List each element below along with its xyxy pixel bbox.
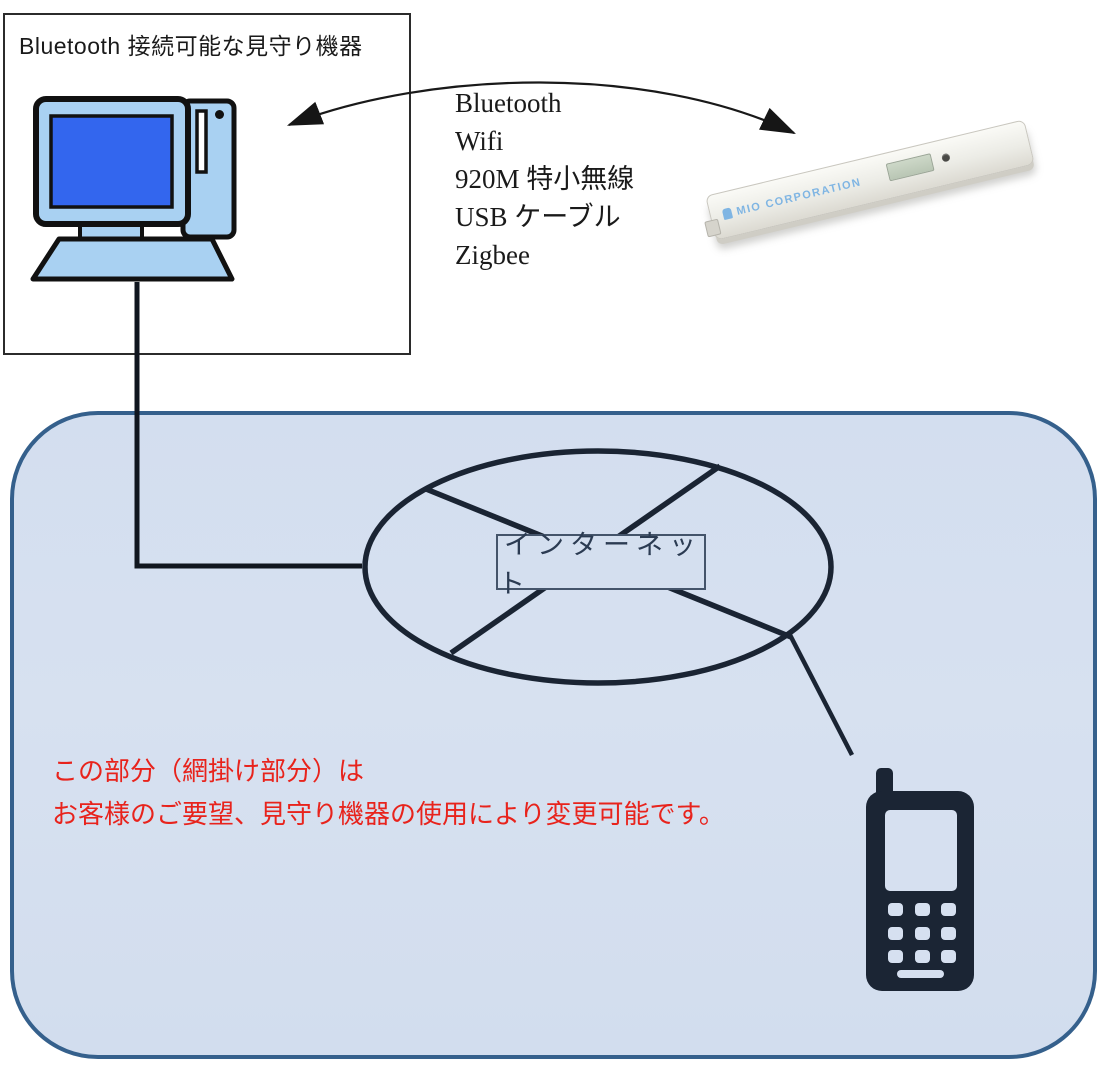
device-button [941, 152, 951, 163]
note-text: この部分（網掛け部分）は お客様のご要望、見守り機器の使用により変更可能です。 [52, 750, 725, 836]
phone-key [914, 926, 930, 940]
phone-key [914, 903, 930, 916]
computer-icon [30, 96, 237, 282]
phone-speaker-bar [897, 970, 944, 978]
connection-item: Zigbee [455, 240, 530, 270]
connection-item: Wifi [455, 126, 504, 156]
note-line-1: この部分（網掛け部分）は [52, 757, 365, 786]
device-brand-label: MIO CORPORATION [735, 176, 863, 218]
sensor-device-photo: MIO CORPORATION [704, 119, 1035, 241]
phone-keypad [888, 903, 956, 963]
device-logo-icon [721, 207, 734, 221]
internet-label-text: インターネット [498, 530, 702, 599]
monitoring-device-title: Bluetooth 接続可能な見守り機器 [19, 33, 363, 59]
phone-body [866, 791, 974, 991]
connection-method-list: Bluetooth Wifi 920M 特小無線 USB ケーブル Zigbee [455, 84, 634, 274]
phone-key [888, 903, 903, 916]
phone-key [914, 950, 930, 963]
mobile-phone-icon [860, 765, 980, 995]
device-lcd-display [885, 153, 935, 182]
phone-key [888, 950, 903, 963]
phone-screen [885, 810, 957, 891]
connection-item: Bluetooth [455, 88, 562, 118]
connection-item: USB ケーブル [455, 202, 621, 232]
phone-key [888, 926, 903, 940]
note-line-2: お客様のご要望、見守り機器の使用により変更可能です。 [52, 800, 725, 829]
phone-key [941, 926, 956, 940]
internet-label-box: インターネット [496, 530, 706, 599]
device-connector [704, 218, 722, 238]
connection-item: 920M 特小無線 [455, 164, 635, 194]
phone-key [941, 950, 956, 963]
phone-key [941, 903, 956, 916]
